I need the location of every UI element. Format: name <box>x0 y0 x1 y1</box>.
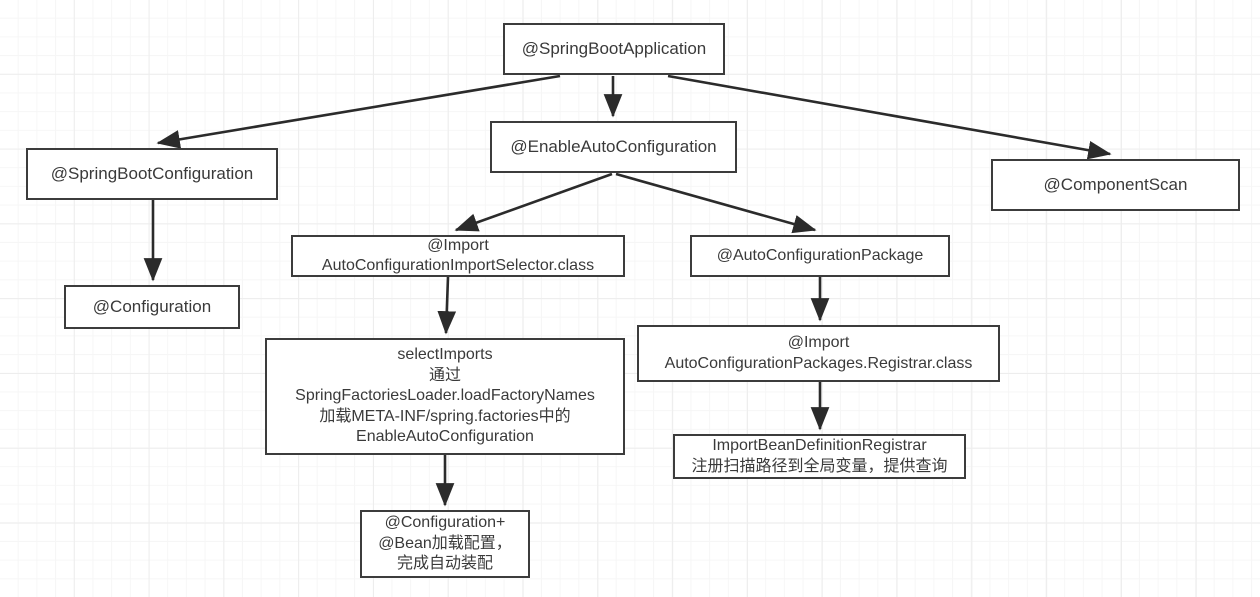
node-import-bean-definition-registrar[interactable]: ImportBeanDefinitionRegistrar 注册扫描路径到全局变… <box>673 434 966 479</box>
edge-enableauto-to-autoconfigpackage <box>615 172 817 234</box>
edge-import-selector-to-selectimports <box>437 276 457 335</box>
node-configuration-bean[interactable]: @Configuration+ @Bean加载配置， 完成自动装配 <box>360 510 530 578</box>
node-import-auto-configuration-import-selector[interactable]: @Import AutoConfigurationImportSelector.… <box>291 235 625 277</box>
node-enable-auto-configuration[interactable]: @EnableAutoConfiguration <box>490 121 737 173</box>
node-auto-configuration-package[interactable]: @AutoConfigurationPackage <box>690 235 950 277</box>
node-import-auto-configuration-packages-registrar[interactable]: @Import AutoConfigurationPackages.Regist… <box>637 325 1000 382</box>
edge-enableauto-to-import-selector <box>454 172 613 232</box>
node-spring-boot-configuration[interactable]: @SpringBootConfiguration <box>26 148 278 200</box>
node-configuration[interactable]: @Configuration <box>64 285 240 329</box>
node-component-scan[interactable]: @ComponentScan <box>991 159 1240 211</box>
node-spring-boot-application[interactable]: @SpringBootApplication <box>503 23 725 75</box>
node-select-imports[interactable]: selectImports 通过 SpringFactoriesLoader.l… <box>265 338 625 455</box>
